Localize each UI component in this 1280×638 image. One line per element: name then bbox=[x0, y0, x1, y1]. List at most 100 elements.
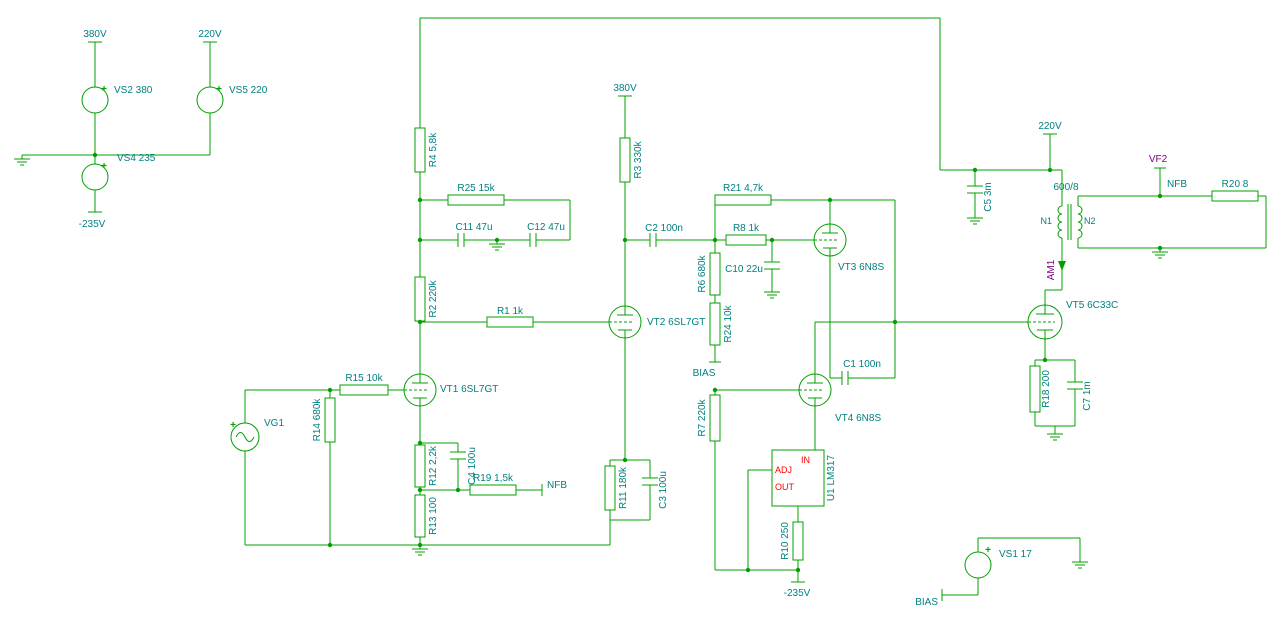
resistor-r13-label: R13 100 bbox=[428, 497, 439, 535]
tube-vt4[interactable]: VT4 6N8S bbox=[798, 373, 881, 424]
ic-pin-out: OUT bbox=[775, 482, 795, 492]
ic-pin-in: IN bbox=[801, 455, 810, 465]
node-label-bias-right: BIAS bbox=[915, 597, 938, 608]
capacitor-c7[interactable]: C7 1m bbox=[1067, 381, 1093, 411]
capacitor-c3[interactable]: C3 100u bbox=[642, 471, 669, 509]
resistor-r21[interactable]: R21 4,7k bbox=[714, 183, 772, 206]
resistor-r18[interactable]: R18 200 bbox=[1029, 365, 1052, 413]
tube-vt3[interactable]: VT3 6N8S bbox=[813, 223, 884, 273]
capacitor-c1[interactable]: C1 100n bbox=[841, 359, 881, 385]
resistor-r19-label: R19 1,5k bbox=[473, 473, 514, 484]
capacitor-c1-label: C1 100n bbox=[843, 359, 881, 370]
resistor-r10[interactable]: R10 250 bbox=[780, 521, 804, 561]
resistor-r10-label: R10 250 bbox=[780, 522, 791, 560]
source-vs5[interactable]: + VS5 220 bbox=[196, 84, 268, 114]
tube-vt4-label: VT4 6N8S bbox=[835, 413, 881, 424]
source-vs5-label: VS5 220 bbox=[229, 85, 268, 96]
capacitor-c10[interactable]: C10 22u bbox=[725, 261, 780, 275]
ic-pin-adj: ADJ bbox=[775, 465, 792, 475]
node-label-neg235v-left: -235V bbox=[79, 219, 106, 230]
resistor-r21-label: R21 4,7k bbox=[723, 183, 764, 194]
ground-icon bbox=[966, 213, 984, 225]
resistor-r6-label: R6 680k bbox=[697, 254, 708, 292]
resistor-r1-label: R1 1k bbox=[497, 306, 524, 317]
resistor-r20[interactable]: R20 8 bbox=[1211, 179, 1259, 202]
resistor-r6[interactable]: R6 680k bbox=[697, 252, 721, 296]
ic-u1-label: U1 LM317 bbox=[826, 454, 837, 501]
source-vs2-label: VS2 380 bbox=[114, 85, 153, 96]
ammeter-am1[interactable]: AM1 bbox=[1046, 259, 1066, 280]
node-label-380v-mid: 380V bbox=[613, 83, 637, 94]
resistor-r11-label: R11 180k bbox=[618, 466, 629, 509]
resistor-r20-label: R20 8 bbox=[1222, 179, 1249, 190]
node-ticks bbox=[88, 41, 1166, 601]
ic-u1-lm317[interactable]: ADJ OUT IN U1 LM317 bbox=[771, 449, 837, 507]
capacitor-c4-label: C4 100u bbox=[467, 447, 478, 485]
resistor-r8-label: R8 1k bbox=[733, 223, 760, 234]
capacitor-c11[interactable]: C11 47u bbox=[455, 222, 493, 247]
source-vs1-label: VS1 17 bbox=[999, 549, 1032, 560]
capacitor-c2[interactable]: C2 100n bbox=[645, 223, 683, 247]
resistor-r24-label: R24 10k bbox=[723, 304, 734, 342]
resistor-r3[interactable]: R3 330k bbox=[619, 137, 644, 183]
source-vs1[interactable]: + VS1 17 bbox=[964, 545, 1032, 579]
capacitor-c4[interactable]: C4 100u bbox=[450, 447, 478, 485]
resistor-r4[interactable]: R4 5,8k bbox=[414, 127, 439, 173]
tube-vt1-label: VT1 6SL7GT bbox=[440, 384, 498, 395]
resistor-r14[interactable]: R14 680k bbox=[312, 397, 336, 443]
resistor-r19[interactable]: R19 1,5k bbox=[469, 473, 517, 496]
resistor-r18-label: R18 200 bbox=[1041, 370, 1052, 408]
resistor-r2[interactable]: R2 220k bbox=[414, 276, 439, 322]
resistor-r12-label: R12 2,2k bbox=[428, 445, 439, 486]
capacitor-c12[interactable]: C12 47u bbox=[527, 222, 565, 247]
capacitor-c7-label: C7 1m bbox=[1082, 381, 1093, 410]
transformer-n2-label: N2 bbox=[1084, 216, 1096, 226]
resistor-r25[interactable]: R25 15k bbox=[447, 183, 505, 206]
resistor-r24[interactable]: R24 10k bbox=[709, 302, 734, 346]
capacitor-c2-label: C2 100n bbox=[645, 223, 683, 234]
tube-vt1[interactable]: VT1 6SL7GT bbox=[403, 373, 498, 407]
probe-vf2-label: VF2 bbox=[1149, 154, 1168, 165]
ground-icon bbox=[1151, 247, 1169, 259]
resistor-r8[interactable]: R8 1k bbox=[725, 223, 767, 246]
capacitor-c5[interactable]: C5 3m bbox=[967, 182, 994, 212]
wire-segments bbox=[22, 17, 1267, 596]
resistor-r14-label: R14 680k bbox=[312, 398, 323, 442]
plus-icon: + bbox=[985, 545, 991, 556]
source-vg1-label: VG1 bbox=[264, 418, 284, 429]
ammeter-am1-label: AM1 bbox=[1046, 259, 1057, 280]
ground-icon bbox=[1046, 429, 1064, 441]
resistor-r11[interactable]: R11 180k bbox=[604, 465, 629, 511]
node-label-220v-right: 220V bbox=[1038, 121, 1062, 132]
resistor-r4-label: R4 5,8k bbox=[428, 132, 439, 167]
ground-icon bbox=[488, 239, 506, 251]
tube-vt2[interactable]: VT2 6SL7GT bbox=[608, 305, 705, 339]
resistor-r7-label: R7 220k bbox=[697, 398, 708, 436]
resistor-r3-label: R3 330k bbox=[633, 140, 644, 178]
source-vs2[interactable]: + VS2 380 bbox=[81, 84, 153, 114]
tube-vt5[interactable]: VT5 6C33C bbox=[1027, 300, 1118, 340]
plus-icon: + bbox=[230, 420, 236, 431]
resistor-r15[interactable]: R15 10k bbox=[339, 373, 389, 396]
node-label-bias-mid: BIAS bbox=[693, 368, 716, 379]
node-label-220v-left: 220V bbox=[198, 29, 222, 40]
transformer-n1-label: N1 bbox=[1040, 216, 1052, 226]
capacitor-c11-label: C11 47u bbox=[455, 222, 492, 233]
tube-vt3-label: VT3 6N8S bbox=[838, 262, 884, 273]
source-vg1[interactable]: + VG1 bbox=[230, 418, 284, 452]
transformer-output[interactable]: 600/8 N1 N2 bbox=[1040, 182, 1096, 240]
plus-icon: + bbox=[101, 161, 107, 172]
resistor-r13[interactable]: R13 100 bbox=[414, 494, 439, 538]
plus-icon: + bbox=[216, 84, 222, 95]
resistor-r2-label: R2 220k bbox=[428, 279, 439, 317]
capacitor-c3-label: C3 100u bbox=[658, 471, 669, 509]
resistor-r7[interactable]: R7 220k bbox=[697, 394, 721, 442]
node-label-nfb-right: NFB bbox=[1167, 179, 1187, 190]
resistor-r12[interactable]: R12 2,2k bbox=[414, 444, 439, 488]
ground-icon bbox=[763, 287, 781, 299]
capacitor-c12-label: C12 47u bbox=[527, 222, 565, 233]
source-vs4[interactable]: + VS4 235 bbox=[81, 153, 156, 191]
resistor-r1[interactable]: R1 1k bbox=[486, 306, 534, 328]
capacitor-c5-label: C5 3m bbox=[983, 182, 994, 211]
